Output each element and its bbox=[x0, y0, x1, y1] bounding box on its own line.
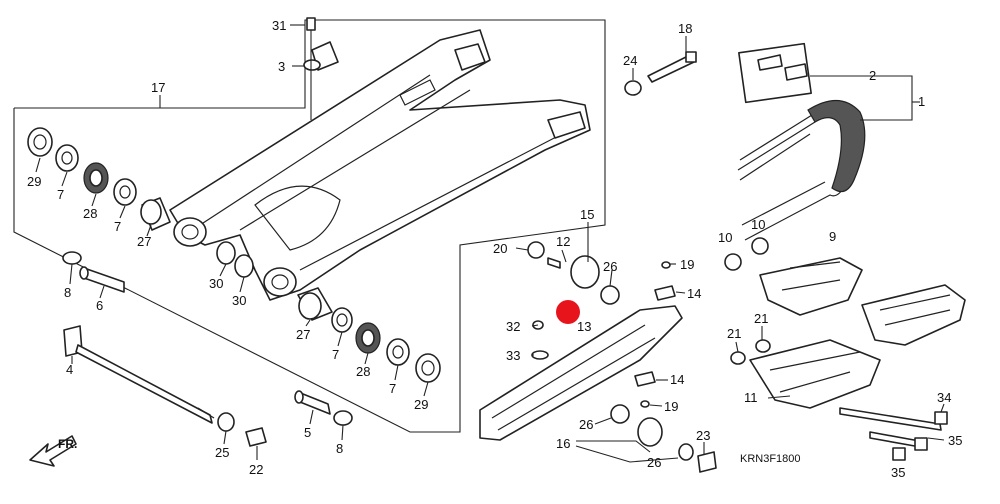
callout-1: 1 bbox=[918, 94, 925, 109]
callout-labels: 1 2 3 4 5 6 7 7 7 7 8 8 9 10 10 11 12 13… bbox=[27, 18, 962, 480]
callout-12: 12 bbox=[556, 234, 570, 249]
callout-16: 16 bbox=[556, 436, 570, 451]
callout-7c: 7 bbox=[332, 347, 339, 362]
callout-35a: 35 bbox=[948, 433, 962, 448]
callout-6: 6 bbox=[96, 298, 103, 313]
adjuster-bolt bbox=[624, 51, 697, 96]
callout-27a: 27 bbox=[137, 234, 151, 249]
callout-26a: 26 bbox=[603, 259, 617, 274]
callout-19b: 19 bbox=[664, 399, 678, 414]
callout-14a: 14 bbox=[687, 286, 701, 301]
highlight-marker bbox=[556, 300, 580, 324]
callout-30a: 30 bbox=[209, 276, 223, 291]
callout-21b: 21 bbox=[754, 311, 768, 326]
callout-34: 34 bbox=[937, 390, 951, 405]
callout-15: 15 bbox=[580, 207, 594, 222]
callout-20: 20 bbox=[493, 241, 507, 256]
callout-10a: 10 bbox=[718, 230, 732, 245]
leader-lines bbox=[35, 24, 945, 463]
diagram-code: KRN3F1800 bbox=[740, 453, 801, 465]
callout-28a: 28 bbox=[83, 206, 97, 221]
callout-14b: 14 bbox=[670, 372, 684, 387]
callout-13: 13 bbox=[577, 319, 591, 334]
callout-22: 22 bbox=[249, 462, 263, 477]
left-bearing-stack bbox=[27, 127, 171, 231]
callout-7b: 7 bbox=[114, 219, 121, 234]
callout-29a: 29 bbox=[27, 174, 41, 189]
callout-7d: 7 bbox=[389, 381, 396, 396]
swingarm-body bbox=[169, 29, 591, 301]
right-bearing-stack bbox=[216, 241, 441, 383]
callout-18: 18 bbox=[678, 21, 692, 36]
callout-28b: 28 bbox=[356, 364, 370, 379]
callout-23: 23 bbox=[696, 428, 710, 443]
drive-chain bbox=[737, 42, 866, 241]
callout-30b: 30 bbox=[232, 293, 246, 308]
callout-7a: 7 bbox=[57, 187, 64, 202]
callout-33: 33 bbox=[506, 348, 520, 363]
callout-8a: 8 bbox=[64, 285, 71, 300]
callout-5: 5 bbox=[304, 425, 311, 440]
callout-17: 17 bbox=[151, 80, 165, 95]
callout-32: 32 bbox=[506, 319, 520, 334]
callout-3: 3 bbox=[278, 59, 285, 74]
top-bracket bbox=[303, 17, 339, 120]
callout-21a: 21 bbox=[727, 326, 741, 341]
callout-4: 4 bbox=[66, 362, 73, 377]
callout-8b: 8 bbox=[336, 441, 343, 456]
callout-27b: 27 bbox=[296, 327, 310, 342]
callout-9: 9 bbox=[829, 229, 836, 244]
callout-35b: 35 bbox=[891, 465, 905, 480]
callout-10b: 10 bbox=[751, 217, 765, 232]
chain-guide bbox=[724, 237, 966, 461]
callout-19a: 19 bbox=[680, 257, 694, 272]
direction-label: FR. bbox=[58, 437, 77, 451]
callout-24: 24 bbox=[623, 53, 637, 68]
pivot-bolt-group bbox=[62, 251, 215, 424]
callout-11: 11 bbox=[744, 390, 758, 405]
lower-collar-group bbox=[217, 390, 353, 447]
callout-26b: 26 bbox=[579, 417, 593, 432]
callout-26c: 26 bbox=[647, 455, 661, 470]
callout-31: 31 bbox=[272, 18, 286, 33]
callout-29b: 29 bbox=[414, 397, 428, 412]
callout-2: 2 bbox=[869, 68, 876, 83]
callout-25: 25 bbox=[215, 445, 229, 460]
front-direction-arrow: FR. bbox=[29, 435, 77, 467]
